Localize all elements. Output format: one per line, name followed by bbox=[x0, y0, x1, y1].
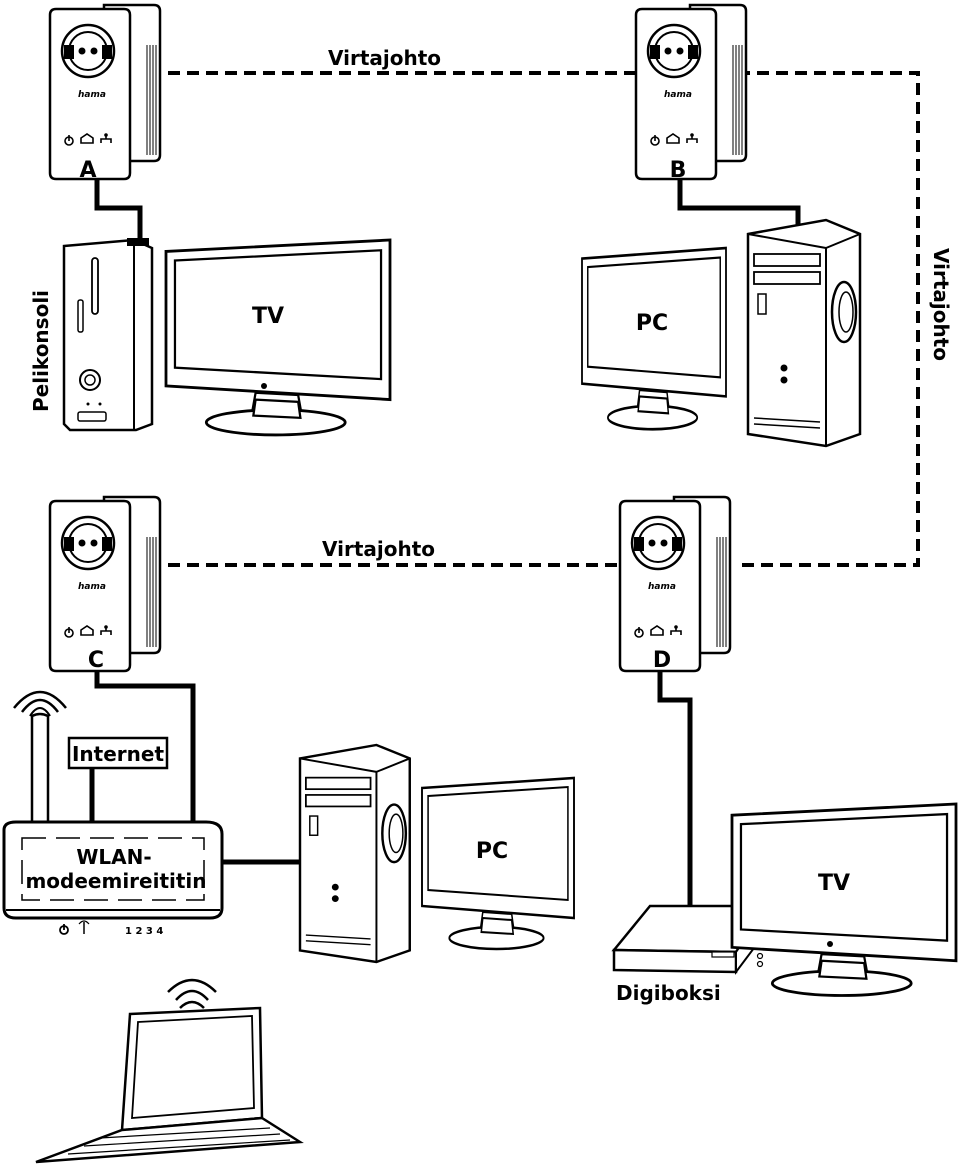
wlan-router bbox=[2, 690, 224, 935]
adapter-label-d: D bbox=[653, 648, 671, 673]
internet-box bbox=[67, 736, 169, 770]
pc-bottom-label: PC bbox=[476, 839, 508, 864]
router-port-numbers: 1 2 3 4 bbox=[125, 926, 163, 937]
tv-bottom-label: TV bbox=[818, 871, 850, 896]
adapter-brand: hama bbox=[78, 90, 106, 100]
powerline-adapter-a: hama A bbox=[48, 3, 162, 183]
adapter-brand: hama bbox=[664, 90, 692, 100]
adapter-label-b: B bbox=[670, 158, 687, 183]
tv-bottom bbox=[730, 802, 958, 997]
ethernet-cables bbox=[89, 178, 801, 908]
pc-top-tower bbox=[746, 218, 862, 448]
tv-top bbox=[164, 238, 392, 437]
laptop bbox=[35, 978, 304, 1164]
pc-bottom-tower bbox=[298, 743, 411, 964]
powerline-adapter-c: hama C bbox=[48, 495, 162, 673]
adapter-brand: hama bbox=[648, 582, 676, 592]
powerline-label-middle: Virtajohto bbox=[322, 537, 435, 561]
adapter-label-a: A bbox=[79, 158, 96, 183]
tv-top-label: TV bbox=[252, 304, 284, 329]
settop-box-label: Digiboksi bbox=[616, 981, 721, 1005]
pc-top-monitor bbox=[580, 246, 728, 431]
powerline-connections bbox=[168, 71, 920, 567]
internet-label: Internet bbox=[72, 742, 164, 766]
powerline-adapter-d: hama D bbox=[618, 495, 732, 673]
router-label-line2: modeemireititin bbox=[25, 869, 206, 893]
pc-top-label: PC bbox=[636, 311, 668, 336]
adapter-brand: hama bbox=[78, 582, 106, 592]
router-label-line1: WLAN- bbox=[76, 845, 151, 869]
game-console-label: Pelikonsoli bbox=[29, 290, 53, 412]
powerline-label-right: Virtajohto bbox=[929, 248, 953, 361]
powerline-adapter-b: hama B bbox=[634, 3, 748, 183]
powerline-label-top: Virtajohto bbox=[328, 46, 441, 70]
game-console bbox=[62, 238, 154, 432]
adapter-label-c: C bbox=[88, 648, 104, 673]
